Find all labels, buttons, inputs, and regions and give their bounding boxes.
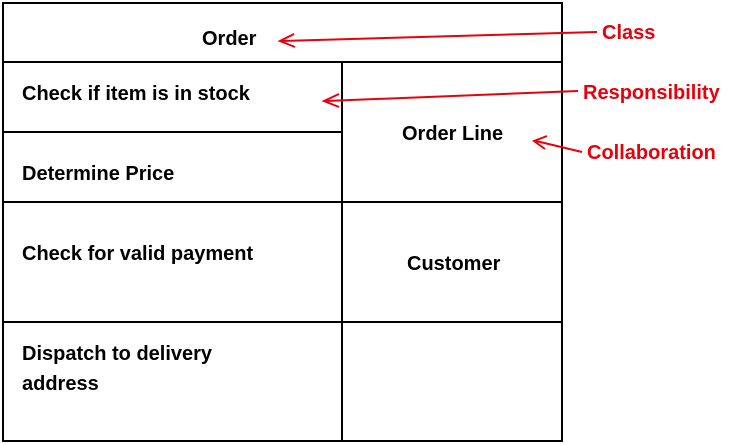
- collaboration-annotation: Collaboration: [587, 142, 716, 164]
- collaboration-arrowhead: [531, 135, 548, 150]
- card-border-right: [561, 2, 563, 442]
- column-divider: [341, 61, 343, 442]
- responsibility-4: Dispatch to delivery: [22, 343, 213, 365]
- collaboration-arrow: [535, 140, 583, 153]
- class-name: Order: [202, 28, 257, 50]
- collaborator-2: Customer: [407, 253, 501, 275]
- responsibility-arrowhead: [321, 93, 340, 108]
- card-border-top: [2, 2, 563, 4]
- card-border-bottom: [2, 440, 563, 442]
- collaborator-1: Order Line: [402, 123, 504, 145]
- responsibility-arrow: [325, 90, 579, 102]
- row-divider-3: [2, 321, 563, 323]
- class-divider: [2, 61, 563, 63]
- class-arrow: [281, 31, 598, 42]
- responsibility-1: Check if item is in stock: [22, 83, 250, 105]
- responsibility-3: Check for valid payment: [22, 243, 254, 265]
- responsibility-4-cont: address: [22, 373, 99, 395]
- card-border-left: [2, 2, 4, 442]
- row-divider-2: [2, 201, 563, 203]
- responsibility-annotation: Responsibility: [583, 82, 720, 104]
- class-annotation: Class: [602, 22, 656, 44]
- class-arrowhead: [277, 33, 296, 48]
- row-divider-1: [2, 131, 343, 133]
- responsibility-2: Determine Price: [22, 163, 175, 185]
